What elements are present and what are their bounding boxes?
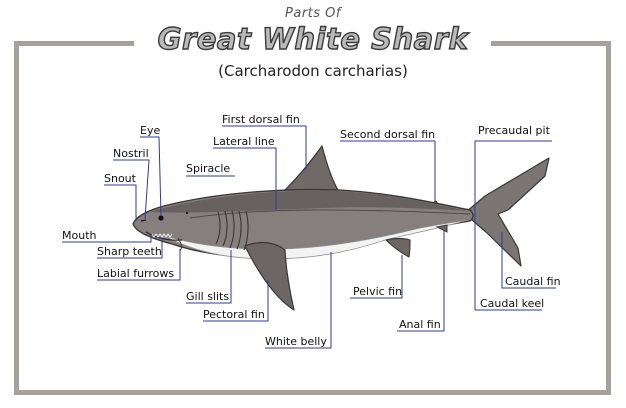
pectoral-fin-shape (244, 241, 295, 311)
label-pectoral-fin: Pectoral fin (203, 308, 265, 321)
label-sharp-teeth: Sharp teeth (97, 245, 162, 258)
frame-top-left (14, 41, 134, 46)
leader-sharp-teeth (97, 238, 163, 259)
first-dorsal-fin-shape (284, 145, 339, 191)
leader-anal-fin (397, 230, 445, 332)
frame-top-right (491, 41, 611, 46)
leader-precaudal-pit (474, 140, 552, 310)
label-anal-fin: Anal fin (399, 318, 441, 331)
scientific-name: (Carcharodon carcharias) (218, 62, 408, 80)
leader-second-dorsal-fin (340, 140, 436, 201)
eye-shape (158, 215, 164, 221)
part-labels: Eye Nostril Snout Mouth Sharp teeth Labi… (62, 113, 561, 348)
leader-pelvic-fin (350, 255, 403, 299)
shark-illustration (132, 145, 550, 311)
leader-lines (62, 125, 556, 349)
leader-nostril (113, 159, 150, 220)
dorsal-shading (150, 190, 468, 213)
teeth-shape (151, 233, 173, 238)
label-mouth: Mouth (62, 229, 97, 242)
label-white-belly: White belly (265, 335, 327, 348)
label-lateral-line: Lateral line (213, 135, 275, 148)
pelvic-fin-shape (385, 237, 411, 258)
label-snout: Snout (104, 172, 137, 185)
leader-mouth (62, 235, 152, 243)
label-first-dorsal-fin: First dorsal fin (222, 113, 300, 126)
leader-first-dorsal-fin (222, 125, 307, 170)
label-caudal-fin: Caudal fin (505, 275, 561, 288)
leader-labial-furrows (97, 249, 181, 281)
lateral-line-shape (189, 209, 471, 219)
label-precaudal-pit: Precaudal pit (478, 124, 551, 137)
leader-snout (104, 184, 137, 221)
label-caudal-keel: Caudal keel (480, 297, 544, 310)
label-spiracle: Spiracle (186, 162, 230, 175)
label-labial-furrows: Labial furrows (97, 267, 174, 280)
leader-eye (140, 136, 162, 217)
page-title: Great White Shark (157, 21, 469, 56)
frame-bottom (14, 390, 611, 395)
frame-right (606, 41, 611, 395)
leader-pectoral-fin (203, 280, 269, 322)
label-pelvic-fin: Pelvic fin (353, 285, 402, 298)
leader-gill-slits (186, 250, 232, 304)
label-gill-slits: Gill slits (186, 290, 229, 303)
label-eye: Eye (140, 124, 160, 137)
leader-lateral-line (213, 147, 277, 210)
label-nostril: Nostril (113, 147, 149, 160)
nostril-shape (140, 219, 147, 222)
leader-white-belly (265, 252, 332, 349)
labial-furrow-shape (177, 237, 182, 252)
frame-left (14, 41, 19, 395)
pre-title: Parts Of (285, 6, 341, 21)
spiracle-shape (185, 211, 189, 215)
leader-caudal-fin (501, 232, 556, 289)
caudal-fin-shape (465, 157, 550, 267)
label-second-dorsal-fin: Second dorsal fin (340, 128, 435, 141)
